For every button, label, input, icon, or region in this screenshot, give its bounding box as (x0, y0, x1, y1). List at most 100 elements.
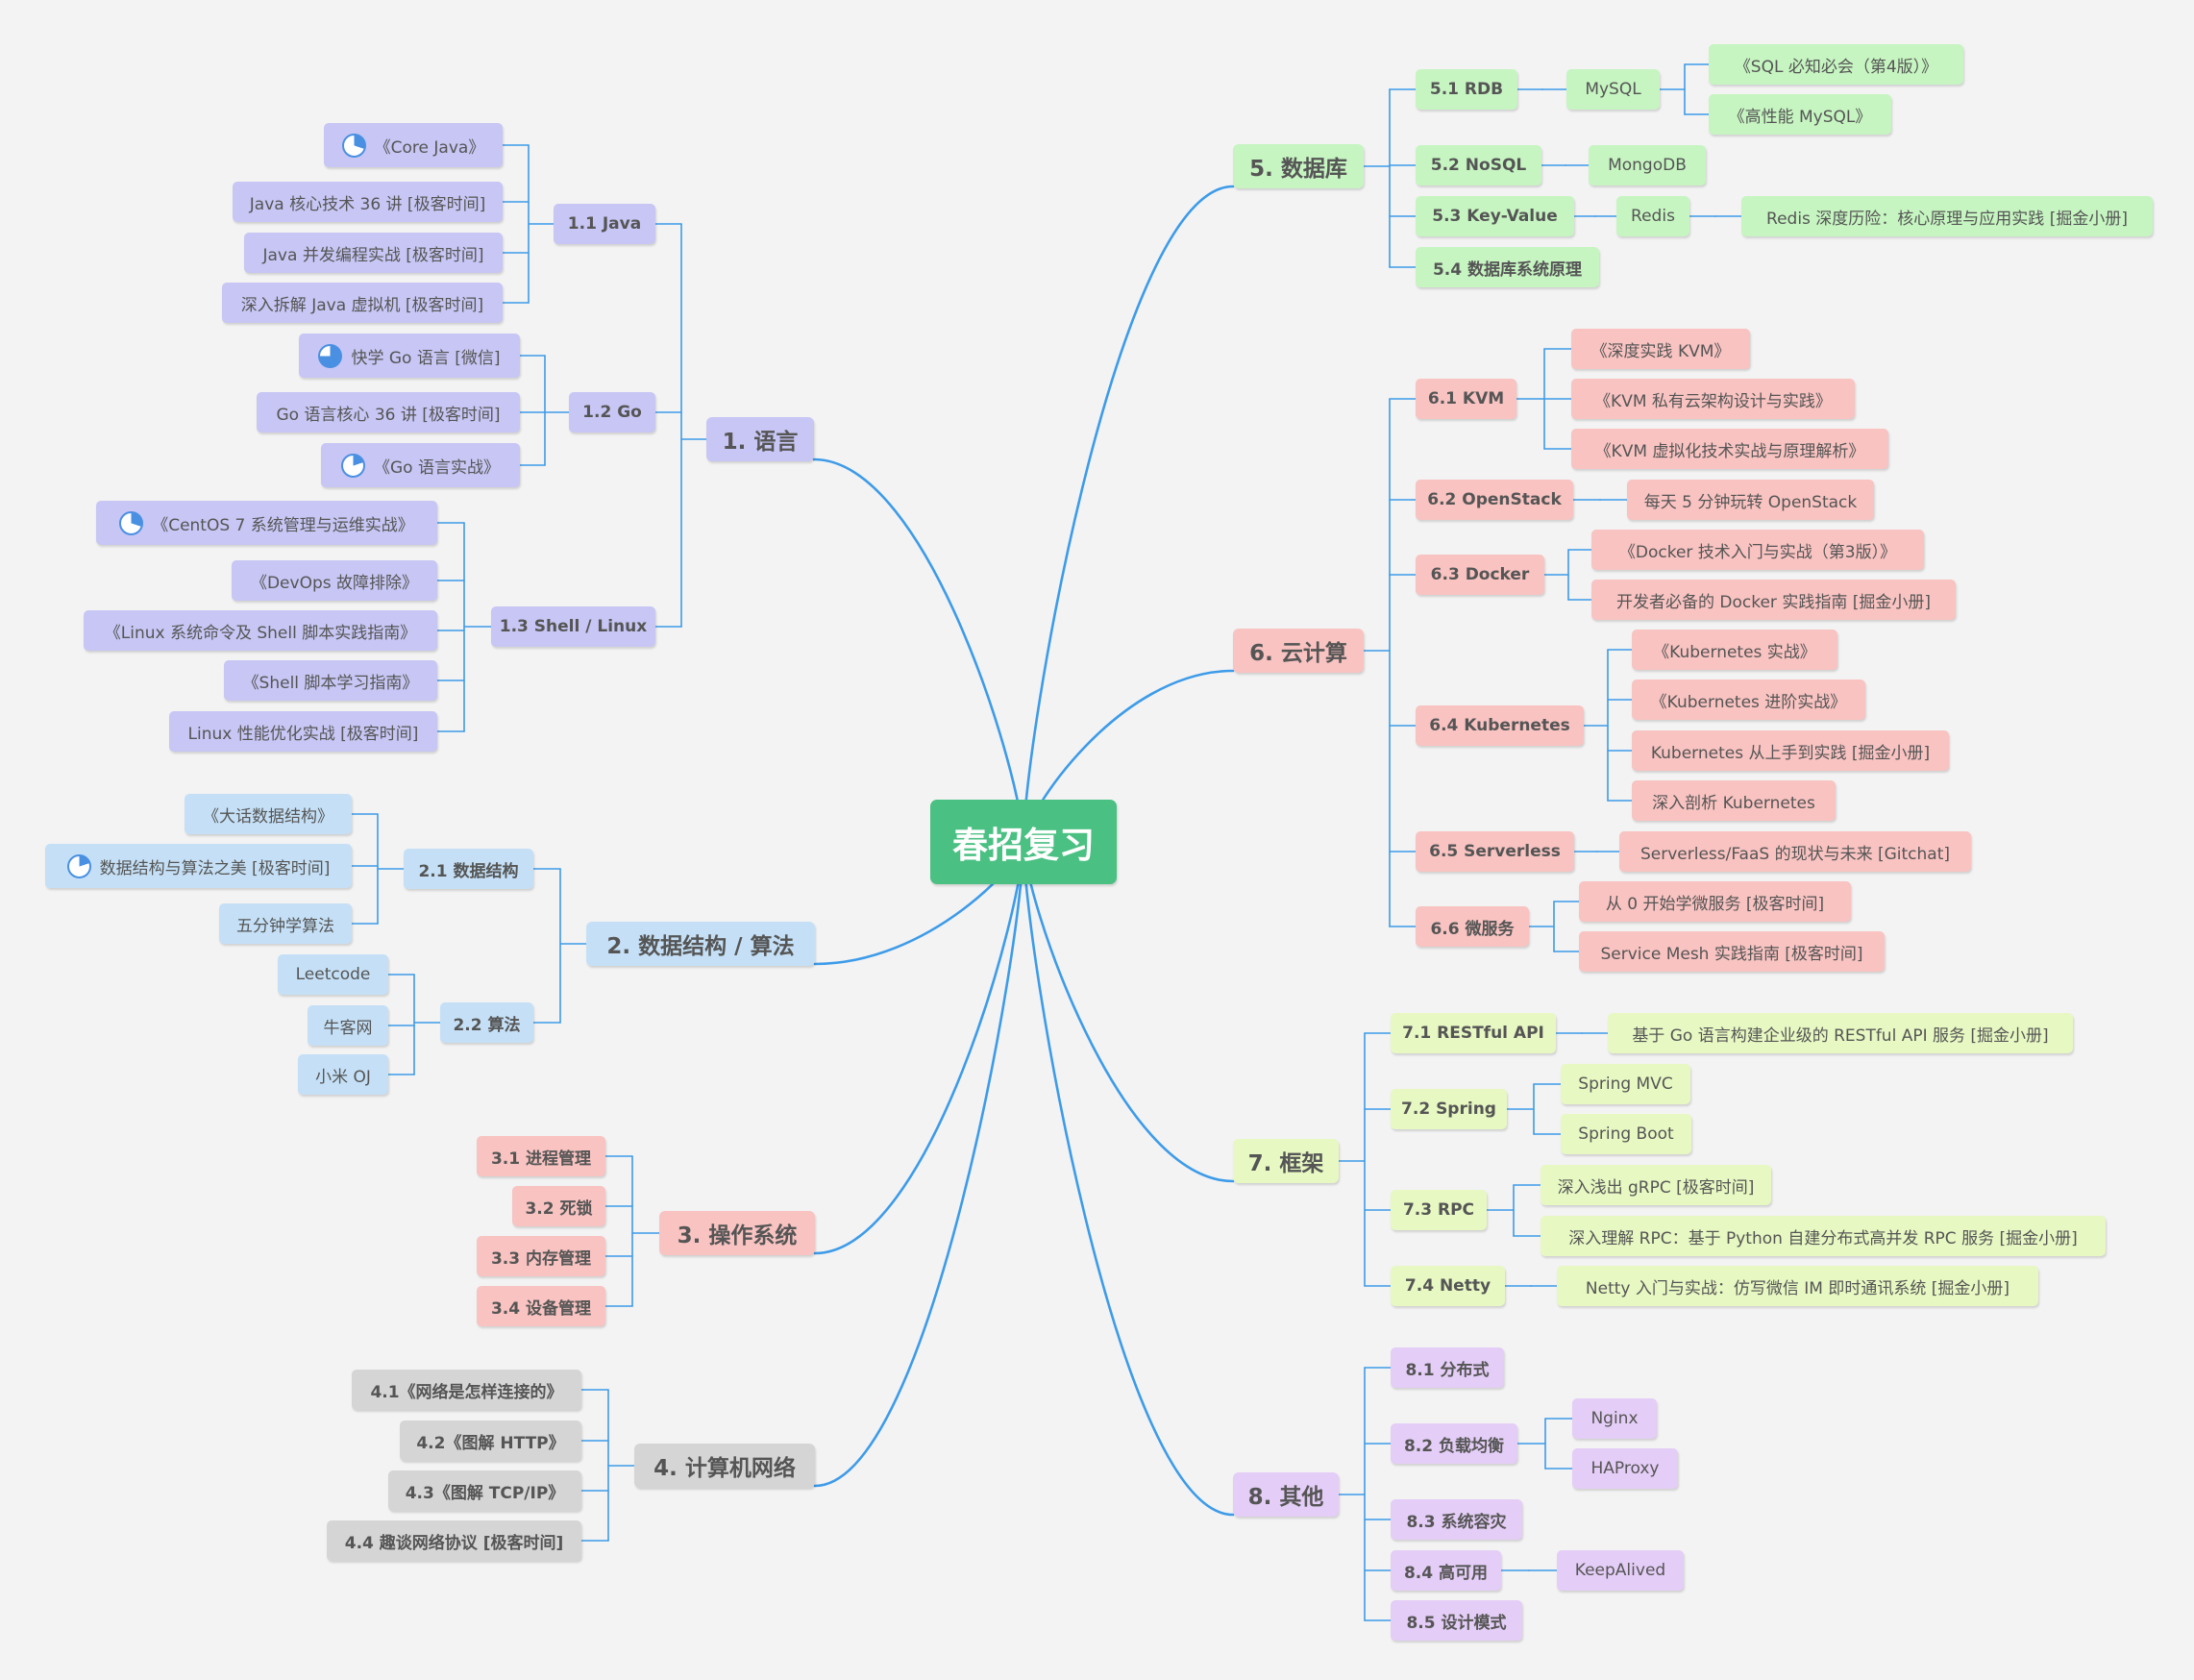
leaf-b0.1.2[interactable]: 《Go 语言实战》 (321, 443, 520, 487)
subtopic-b7.3[interactable]: 8.4 高可用 (1391, 1550, 1501, 1591)
leaf-b6.2.0[interactable]: 深入浅出 gRPC [极客时间] (1541, 1165, 1771, 1205)
leaf-b6.0.0[interactable]: 基于 Go 语言构建企业级的 RESTful API 服务 [掘金小册] (1608, 1013, 2073, 1053)
leaf-b0.0.2[interactable]: Java 并发编程实战 [极客时间] (244, 233, 503, 273)
leaf-b1.1.2[interactable]: 小米 OJ (298, 1054, 388, 1095)
subtopic-b0.0[interactable]: 1.1 Java (554, 204, 655, 244)
main-topic-b1[interactable]: 2. 数据结构 / 算法 (586, 922, 815, 966)
leaf-b5.0.2[interactable]: 《KVM 虚拟化技术实战与原理解析》 (1571, 429, 1888, 469)
leaf-b4.0.0.0[interactable]: 《SQL 必知必会（第4版）》 (1709, 44, 1963, 85)
subtopic-b7.4[interactable]: 8.5 设计模式 (1391, 1600, 1522, 1641)
leaf-b5.5.1[interactable]: Service Mesh 实践指南 [极客时间] (1579, 931, 1885, 972)
subtopic-b5.3[interactable]: 6.4 Kubernetes (1416, 705, 1584, 746)
leaf-b6.2.1[interactable]: 深入理解 RPC：基于 Python 自建分布式高并发 RPC 服务 [掘金小册… (1541, 1216, 2106, 1256)
subtopic-b3.1[interactable]: 4.2《图解 HTTP》 (400, 1421, 581, 1461)
leaf-b6.1.0[interactable]: Spring MVC (1561, 1064, 1690, 1104)
leaf-b5.0.1[interactable]: 《KVM 私有云架构设计与实践》 (1571, 379, 1855, 419)
node-label: Java 核心技术 36 讲 [极客时间] (249, 194, 486, 214)
subtopic-b3.3[interactable]: 4.4 趣谈网络协议 [极客时间] (327, 1520, 581, 1561)
subtopic-b3.0[interactable]: 4.1《网络是怎样连接的》 (352, 1370, 581, 1410)
leaf-b6.3.0[interactable]: Netty 入门与实战：仿写微信 IM 即时通讯系统 [掘金小册] (1557, 1266, 2038, 1306)
leaf-b0.1.0[interactable]: 快学 Go 语言 [微信] (299, 334, 520, 378)
subtopic-b5.1[interactable]: 6.2 OpenStack (1416, 480, 1573, 520)
leaf-b5.1.0[interactable]: 每天 5 分钟玩转 OpenStack (1627, 480, 1874, 520)
leaf-b1.1.0[interactable]: Leetcode (278, 954, 388, 995)
main-topic-b6[interactable]: 7. 框架 (1233, 1139, 1339, 1183)
node-label: 5.2 NoSQL (1430, 156, 1527, 175)
main-topic-b0[interactable]: 1. 语言 (706, 417, 814, 461)
leaf-b5.3.2[interactable]: Kubernetes 从上手到实践 [掘金小册] (1632, 730, 1949, 771)
subtopic-b3.2[interactable]: 4.3《图解 TCP/IP》 (388, 1470, 581, 1511)
subtopic-b7.2[interactable]: 8.3 系统容灾 (1391, 1499, 1522, 1540)
leaf-b7.3.0[interactable]: KeepAlived (1557, 1550, 1684, 1591)
leaf-b1.0.1[interactable]: 数据结构与算法之美 [极客时间] (45, 844, 352, 888)
leaf-b0.2.4[interactable]: Linux 性能优化实战 [极客时间] (169, 711, 437, 752)
subtopic-b1.1[interactable]: 2.2 算法 (440, 1002, 533, 1043)
leaf-b5.5.0[interactable]: 从 0 开始学微服务 [极客时间] (1579, 881, 1851, 922)
subtopic-b2.0[interactable]: 3.1 进程管理 (477, 1136, 605, 1176)
node-label: MongoDB (1608, 156, 1687, 175)
subtopic-b4.2[interactable]: 5.3 Key-Value (1416, 196, 1574, 236)
main-topic-b3[interactable]: 4. 计算机网络 (634, 1444, 815, 1488)
subtopic-b0.1[interactable]: 1.2 Go (569, 392, 655, 432)
leaf-b0.2.3[interactable]: 《Shell 脚本学习指南》 (224, 660, 437, 701)
leaf-b0.2.0[interactable]: 《CentOS 7 系统管理与运维实战》 (96, 501, 437, 545)
node-label: 5.3 Key-Value (1432, 207, 1558, 226)
subtopic-b7.1[interactable]: 8.2 负载均衡 (1391, 1423, 1517, 1464)
subtopic-b5.5[interactable]: 6.6 微服务 (1416, 906, 1529, 947)
leaf-b1.1.1[interactable]: 牛客网 (308, 1005, 388, 1046)
subtopic-b5.4[interactable]: 6.5 Serverless (1416, 831, 1574, 872)
leaf-b5.3.3[interactable]: 深入剖析 Kubernetes (1632, 780, 1836, 821)
subtopic-b4.3[interactable]: 5.4 数据库系统原理 (1416, 247, 1599, 287)
subtopic-b0.2[interactable]: 1.3 Shell / Linux (491, 606, 655, 647)
node-label: Nginx (1590, 1409, 1639, 1428)
root-topic[interactable]: 春招复习 (930, 800, 1117, 884)
leaf-b5.2.1[interactable]: 开发者必备的 Docker 实践指南 [掘金小册] (1591, 580, 1956, 620)
main-topic-b4[interactable]: 5. 数据库 (1233, 144, 1364, 188)
subtopic-b2.2[interactable]: 3.3 内存管理 (477, 1236, 605, 1276)
leaf-b0.1.1[interactable]: Go 语言核心 36 讲 [极客时间] (257, 392, 520, 432)
leaf-b4.2.0[interactable]: Redis (1616, 196, 1689, 236)
subtopic-b6.2[interactable]: 7.3 RPC (1391, 1190, 1487, 1230)
subtopic-b7.0[interactable]: 8.1 分布式 (1391, 1347, 1504, 1388)
connector (1022, 840, 1235, 1517)
leaf-b7.1.1[interactable]: HAProxy (1572, 1448, 1678, 1489)
leaf-b5.4.0[interactable]: Serverless/FaaS 的现状与未来 [Gitchat] (1619, 831, 1971, 872)
progress-pie-icon (66, 853, 91, 878)
leaf-b1.0.0[interactable]: 《大话数据结构》 (185, 794, 352, 834)
node-label: 1.2 Go (582, 403, 642, 422)
leaf-b5.2.0[interactable]: 《Docker 技术入门与实战（第3版）》 (1591, 530, 1924, 570)
main-topic-b2[interactable]: 3. 操作系统 (659, 1211, 815, 1255)
leaf-b6.1.1[interactable]: Spring Boot (1561, 1114, 1691, 1154)
subtopic-b2.1[interactable]: 3.2 死锁 (512, 1186, 605, 1226)
leaf-b4.1.0[interactable]: MongoDB (1589, 145, 1706, 185)
node-label: 《CentOS 7 系统管理与运维实战》 (152, 515, 414, 535)
leaf-b4.0.0.1[interactable]: 《高性能 MySQL》 (1709, 94, 1891, 135)
subtopic-b5.0[interactable]: 6.1 KVM (1416, 379, 1516, 419)
subtopic-b5.2[interactable]: 6.3 Docker (1416, 555, 1544, 595)
leaf-b5.3.1[interactable]: 《Kubernetes 进阶实战》 (1632, 679, 1865, 720)
leaf-b0.0.1[interactable]: Java 核心技术 36 讲 [极客时间] (233, 182, 503, 222)
subtopic-b6.0[interactable]: 7.1 RESTful API (1391, 1013, 1556, 1053)
node-label: 4.3《图解 TCP/IP》 (405, 1483, 565, 1503)
leaf-b0.0.0[interactable]: 《Core Java》 (324, 123, 503, 167)
subtopic-b1.0[interactable]: 2.1 数据结构 (404, 849, 533, 889)
main-topic-b7[interactable]: 8. 其他 (1233, 1472, 1339, 1517)
node-label: 《大话数据结构》 (203, 806, 333, 827)
node-label: 3. 操作系统 (677, 1223, 798, 1248)
leaf-b5.0.0[interactable]: 《深度实践 KVM》 (1571, 329, 1750, 369)
leaf-b5.3.0[interactable]: 《Kubernetes 实战》 (1632, 630, 1837, 670)
leaf-b4.2.0.0[interactable]: Redis 深度历险：核心原理与应用实践 [掘金小册] (1741, 196, 2153, 236)
leaf-b0.2.1[interactable]: 《DevOps 故障排除》 (232, 560, 437, 601)
leaf-b0.0.3[interactable]: 深入拆解 Java 虚拟机 [极客时间] (222, 283, 503, 323)
subtopic-b6.3[interactable]: 7.4 Netty (1391, 1266, 1505, 1306)
leaf-b0.2.2[interactable]: 《Linux 系统命令及 Shell 脚本实践指南》 (84, 610, 437, 651)
leaf-b4.0.0[interactable]: MySQL (1566, 69, 1660, 110)
main-topic-b5[interactable]: 6. 云计算 (1233, 629, 1364, 673)
subtopic-b4.0[interactable]: 5.1 RDB (1416, 69, 1517, 110)
subtopic-b4.1[interactable]: 5.2 NoSQL (1416, 145, 1541, 185)
subtopic-b6.1[interactable]: 7.2 Spring (1391, 1089, 1507, 1129)
leaf-b7.1.0[interactable]: Nginx (1572, 1398, 1657, 1439)
leaf-b1.0.2[interactable]: 五分钟学算法 (219, 903, 352, 944)
subtopic-b2.3[interactable]: 3.4 设备管理 (477, 1286, 605, 1326)
node-label: 五分钟学算法 (236, 916, 334, 936)
